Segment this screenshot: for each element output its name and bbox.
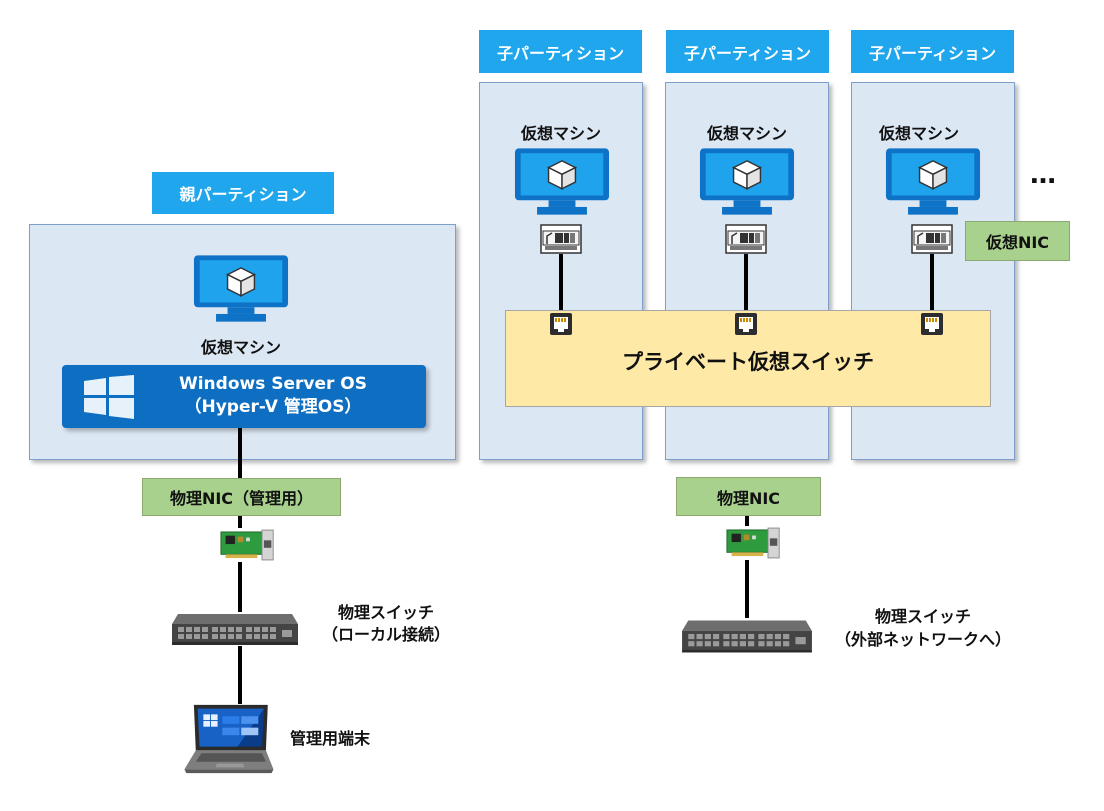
child-vm-label-3: 仮想マシン <box>878 124 959 143</box>
os-subtitle: （Hyper-V 管理OS） <box>184 397 362 417</box>
connector-line <box>745 560 749 618</box>
connector-line <box>744 254 748 314</box>
virtual-nic-label: 仮想NIC <box>965 221 1070 261</box>
network-card-icon <box>911 224 953 254</box>
ethernet-port-icon <box>734 312 758 336</box>
monitor-icon <box>193 254 289 324</box>
connector-line <box>238 562 242 612</box>
connector-line <box>745 516 749 526</box>
network-card-icon <box>725 224 767 254</box>
connector-line <box>238 646 242 704</box>
physical-switch-external-label: 物理スイッチ （外部ネットワークへ） <box>828 605 1018 651</box>
switch-external-line1: 物理スイッチ <box>874 607 971 626</box>
private-virtual-switch: プライベート仮想スイッチ <box>505 310 991 407</box>
ethernet-port-icon <box>549 312 573 336</box>
network-card-icon <box>726 526 782 560</box>
child-vm-label-1: 仮想マシン <box>520 124 601 143</box>
monitor-icon <box>514 147 610 217</box>
windows-logo-icon <box>84 375 134 419</box>
child-partition-label-1: 子パーティション <box>479 30 642 73</box>
physical-switch-local-label: 物理スイッチ （ローカル接続） <box>316 602 456 646</box>
network-card-icon <box>540 224 582 254</box>
private-switch-label: プライベート仮想スイッチ <box>622 349 874 374</box>
network-switch-icon <box>170 612 300 646</box>
physical-nic-label: 物理NIC <box>676 477 821 516</box>
physical-nic-mgmt-label: 物理NIC（管理用） <box>142 478 341 516</box>
os-title: Windows Server OS <box>178 374 368 394</box>
network-switch-icon <box>680 618 814 654</box>
monitor-icon <box>699 147 795 217</box>
child-vm-label-2: 仮想マシン <box>706 124 787 143</box>
parent-vm-label: 仮想マシン <box>200 338 281 357</box>
monitor-icon <box>885 147 981 217</box>
connector-line <box>238 428 242 478</box>
switch-external-line2: （外部ネットワークへ） <box>834 630 1011 649</box>
ethernet-port-icon <box>920 312 944 336</box>
child-partition-label-3: 子パーティション <box>851 30 1014 73</box>
connector-line <box>559 254 563 314</box>
parent-partition-label: 親パーティション <box>152 172 334 214</box>
child-partition-label-2: 子パーティション <box>666 30 829 73</box>
ellipsis: … <box>1030 160 1057 190</box>
switch-local-line2: （ローカル接続） <box>321 625 450 644</box>
laptop-icon <box>180 703 276 775</box>
switch-local-line1: 物理スイッチ <box>337 603 434 622</box>
connector-line <box>238 516 242 528</box>
management-terminal-label: 管理用端末 <box>290 729 371 748</box>
windows-server-os-bar: Windows Server OS （Hyper-V 管理OS） <box>62 365 426 428</box>
connector-line <box>930 254 934 314</box>
network-card-icon <box>220 528 276 562</box>
